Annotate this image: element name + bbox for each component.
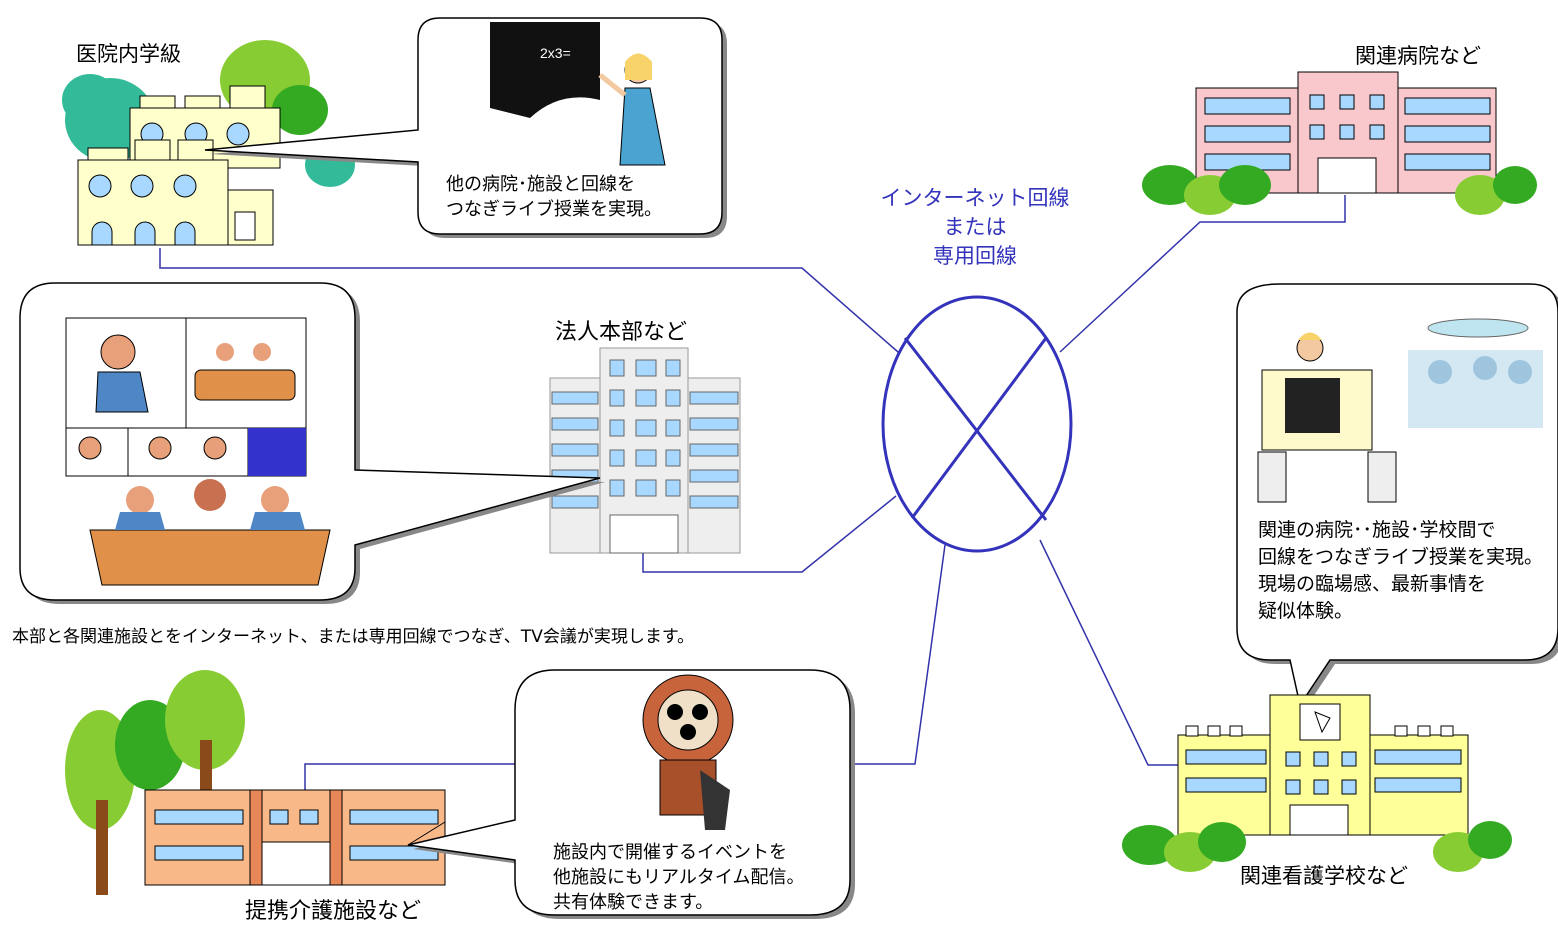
school-illustration <box>1122 694 1512 872</box>
link-school <box>1039 539 1190 766</box>
clinic-class-label: 医院内学級 <box>76 42 181 66</box>
clinic-bubble-text: 他の病院･施設と回線を つなぎライブ授業を実現。 <box>446 172 662 222</box>
network-label-line2: または <box>943 215 1007 239</box>
event-bubble-line: 施設内で開催するイベントを <box>553 842 787 863</box>
caption: 本部と各関連施設とをインターネット、または専用回線でつなぎ、TV会議が実現します… <box>12 627 695 647</box>
school-bubble-text: 関連の病院･･施設･学校間で 回線をつなぎライブ授業を実現。 現場の臨場感、最新… <box>1258 517 1543 625</box>
school-bubble-line: 疑似体験。 <box>1258 600 1354 622</box>
clinic-bubble-line: 他の病院･施設と回線を <box>446 174 635 195</box>
hq-bubble <box>19 282 605 604</box>
school-bubble-line: 回線をつなぎライブ授業を実現。 <box>1258 546 1544 568</box>
hq-label: 法人本部など <box>555 320 688 345</box>
event-bubble-line: 共有体験できます。 <box>553 892 714 913</box>
event-bubble <box>407 669 855 919</box>
school-bubble <box>1236 283 1558 709</box>
network-label-line1: インターネット回線 <box>880 186 1070 210</box>
school-bubble-line: 現場の臨場感、最新事情を <box>1258 573 1487 595</box>
network-label-line3: 専用回線 <box>933 244 1017 268</box>
network-hub <box>881 295 1073 553</box>
link-hospital <box>1059 195 1346 353</box>
network-label: インターネット回線 または 専用回線 <box>860 184 1090 271</box>
care-facility-illustration <box>65 670 446 895</box>
svg-text:2x3=: 2x3= <box>540 45 571 61</box>
event-bubble-line: 他施設にもリアルタイム配信。 <box>553 867 805 888</box>
care-facility-label: 提携介護施設など <box>245 899 422 924</box>
clinic-bubble: 2x3= <box>204 17 727 238</box>
school-bubble-line: 関連の病院･･施設･学校間で <box>1258 519 1496 541</box>
hospital-illustration <box>1142 71 1537 215</box>
event-bubble-text: 施設内で開催するイベントを 他施設にもリアルタイム配信。 共有体験できます。 <box>553 840 804 915</box>
nursing-school-label: 関連看護学校など <box>1240 864 1408 888</box>
clinic-bubble-line: つなぎライブ授業を実現。 <box>446 199 662 220</box>
related-hospital-label: 関連病院など <box>1355 44 1481 68</box>
link-clinic <box>159 248 899 353</box>
hq-illustration <box>549 347 741 554</box>
